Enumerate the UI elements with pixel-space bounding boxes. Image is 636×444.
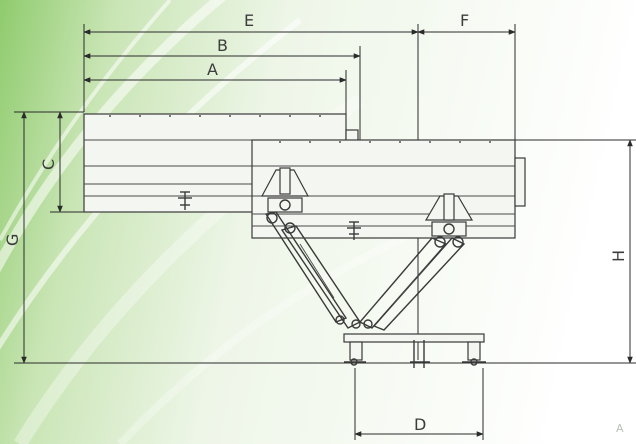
label-D: D [414, 415, 426, 434]
dimension-lines [14, 24, 636, 440]
upper-clamp-icon [178, 191, 192, 210]
lower-clamp-icon [347, 221, 361, 240]
corner-mark: A [616, 422, 624, 435]
upper-rivets [109, 115, 321, 117]
label-G: G [3, 234, 22, 246]
upper-drive-unit [260, 167, 310, 213]
support-frame [264, 211, 486, 368]
lower-drive-unit [424, 193, 474, 237]
label-F: F [460, 11, 469, 30]
label-B: B [217, 36, 228, 55]
label-H: H [609, 250, 628, 262]
label-E: E [244, 11, 254, 30]
dimension-labels: E F B A C G H D A [3, 11, 628, 435]
label-C: C [39, 159, 58, 170]
label-A: A [207, 60, 218, 79]
lower-rivets [279, 141, 491, 143]
base-bolts [344, 340, 486, 368]
